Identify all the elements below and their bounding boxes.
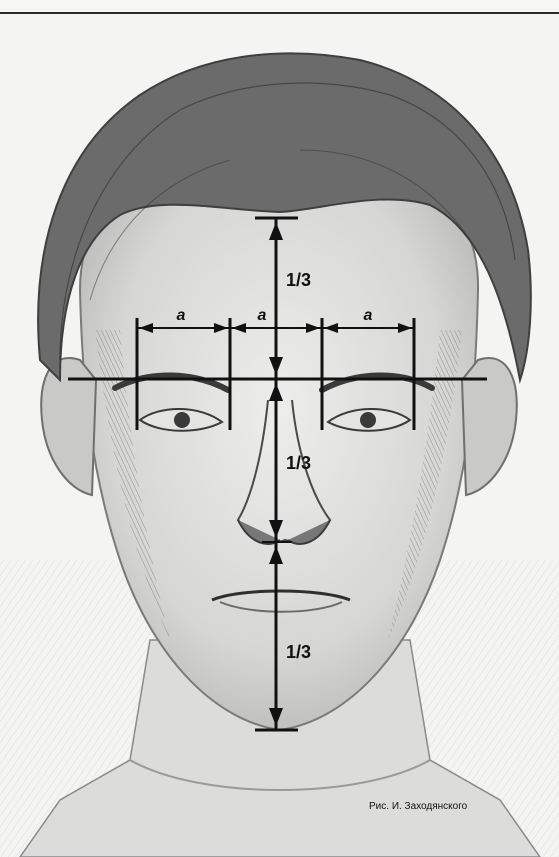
fraction-label-lower: 1/3 — [286, 642, 311, 662]
width-label-center: a — [258, 307, 267, 324]
fraction-label-middle: 1/3 — [286, 453, 311, 473]
portrait-sketch: 1/3 1/3 1/3 a a a — [0, 14, 559, 857]
right-iris — [360, 412, 376, 428]
fraction-label-upper: 1/3 — [286, 270, 311, 290]
left-iris — [174, 412, 190, 428]
width-label-right: a — [364, 307, 373, 324]
figure-caption: Рис. И. Заходянского — [369, 801, 559, 812]
width-label-left: a — [177, 307, 186, 324]
